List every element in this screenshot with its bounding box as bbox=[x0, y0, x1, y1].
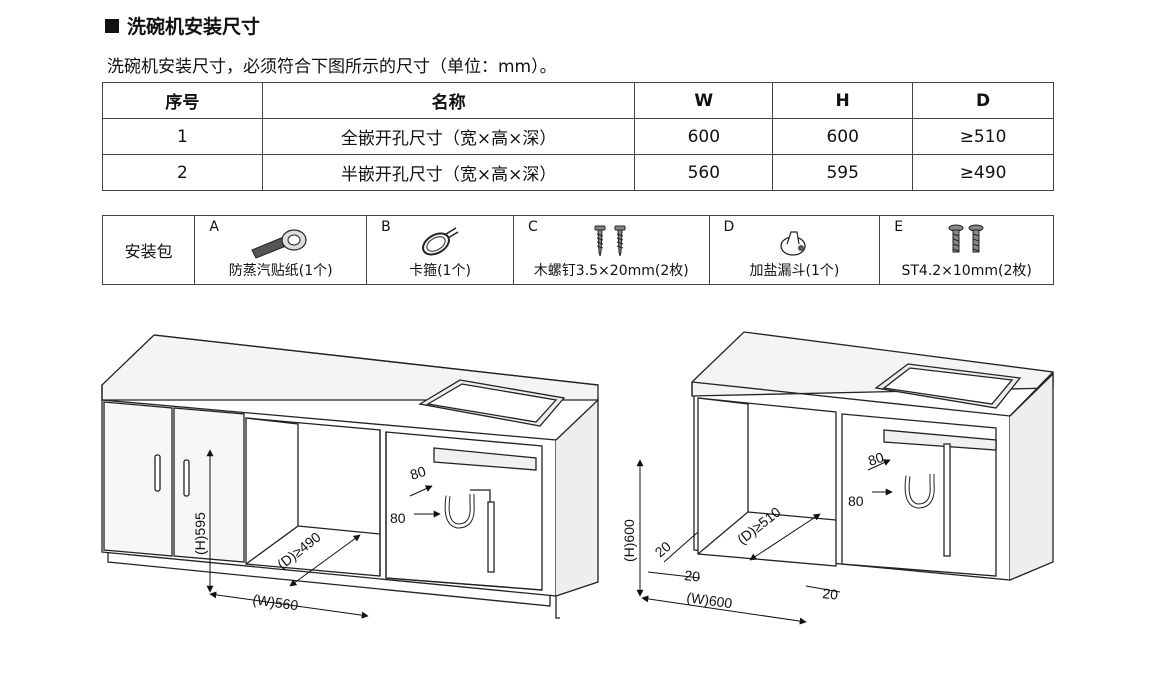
kit-item-screw: E ST4.2×10mm(2枚) bbox=[880, 216, 1053, 284]
hose-clamp-icon bbox=[367, 222, 513, 260]
left-height-label: (H)595 bbox=[192, 512, 208, 555]
row-name: 全嵌开孔尺寸（宽×高×深） bbox=[261, 118, 636, 155]
left-pipe-side-label: 80 bbox=[390, 510, 406, 526]
row-index: 1 bbox=[102, 118, 263, 155]
kit-label: 防蒸汽贴纸(1个) bbox=[228, 263, 333, 279]
header-index: 序号 bbox=[102, 82, 263, 119]
row-name: 半嵌开孔尺寸（宽×高×深） bbox=[261, 154, 636, 191]
installation-drawings: (H)595 (W)560 (D)≥490 80 80 (H)600 (W bbox=[101, 331, 1054, 625]
row-index: 2 bbox=[102, 154, 263, 191]
header-name: 名称 bbox=[261, 82, 636, 119]
installation-kit: 安装包 A 防蒸汽贴纸(1个) B 卡箍(1个) C bbox=[102, 215, 1054, 285]
left-width-label: (W)560 bbox=[252, 591, 300, 613]
depth-dimension-line bbox=[289, 534, 361, 587]
section-title: 洗碗机安装尺寸 bbox=[127, 16, 261, 38]
table-row: 1 全嵌开孔尺寸（宽×高×深） 600 600 ≥510 bbox=[102, 118, 1054, 155]
right-pipe-side-label: 80 bbox=[848, 493, 864, 509]
right-gap-side-label: 20 bbox=[652, 538, 674, 560]
header-width: W bbox=[634, 82, 774, 119]
screw-icon bbox=[880, 222, 1053, 260]
kit-item-salt-funnel: D 加盐漏斗(1个) bbox=[710, 216, 881, 284]
right-width-label: (W)600 bbox=[686, 589, 734, 611]
header-depth: D bbox=[912, 82, 1054, 119]
kit-label: 加盐漏斗(1个) bbox=[749, 263, 840, 279]
kit-letter: C bbox=[527, 219, 538, 235]
section-heading: 洗碗机安装尺寸 bbox=[105, 12, 260, 39]
kit-item-wood-screw: C 木螺钉3.5×20mm(2枚) bbox=[514, 216, 710, 284]
table-header-row: 序号 名称 W H D bbox=[102, 82, 1054, 119]
kit-letter: B bbox=[381, 219, 391, 235]
kit-label: ST4.2×10mm(2枚) bbox=[901, 263, 1032, 279]
sticker-roll-icon bbox=[195, 222, 366, 260]
kit-label: 木螺钉3.5×20mm(2枚) bbox=[533, 263, 689, 279]
kit-letter: E bbox=[894, 219, 904, 235]
right-gap-right-label: 20 bbox=[822, 585, 839, 603]
square-bullet-icon bbox=[105, 18, 119, 33]
row-width: 600 bbox=[634, 118, 774, 155]
wood-screw-icon bbox=[514, 222, 709, 260]
kit-item-clamp: B 卡箍(1个) bbox=[367, 216, 514, 284]
row-depth: ≥510 bbox=[912, 118, 1054, 155]
kit-letter: A bbox=[209, 219, 219, 235]
right-gap-bottom-label: 20 bbox=[684, 567, 701, 585]
left-dimensions bbox=[206, 449, 441, 619]
dimensions-table: 序号 名称 W H D 1 全嵌开孔尺寸（宽×高×深） 600 600 ≥510… bbox=[102, 82, 1054, 191]
row-height: 595 bbox=[772, 154, 914, 191]
kit-item-sticker: A 防蒸汽贴纸(1个) bbox=[195, 216, 368, 284]
half-built-in-cabinet bbox=[101, 334, 599, 619]
row-depth: ≥490 bbox=[912, 154, 1054, 191]
width-dimension-line bbox=[209, 591, 369, 619]
row-width: 560 bbox=[634, 154, 774, 191]
kit-letter: D bbox=[723, 219, 735, 235]
intro-text: 洗碗机安装尺寸，必须符合下图所示的尺寸（单位：mm）。 bbox=[107, 57, 557, 77]
row-height: 600 bbox=[772, 118, 914, 155]
right-pipe-top-label: 80 bbox=[866, 449, 886, 469]
salt-funnel-icon bbox=[710, 222, 880, 260]
right-dimensions bbox=[636, 459, 893, 625]
kit-label: 卡箍(1个) bbox=[409, 263, 471, 279]
kit-title: 安装包 bbox=[103, 216, 196, 284]
left-pipe-top-label: 80 bbox=[408, 463, 428, 483]
table-row: 2 半嵌开孔尺寸（宽×高×深） 560 595 ≥490 bbox=[102, 154, 1054, 191]
header-height: H bbox=[772, 82, 914, 119]
right-height-label: (H)600 bbox=[621, 519, 637, 562]
